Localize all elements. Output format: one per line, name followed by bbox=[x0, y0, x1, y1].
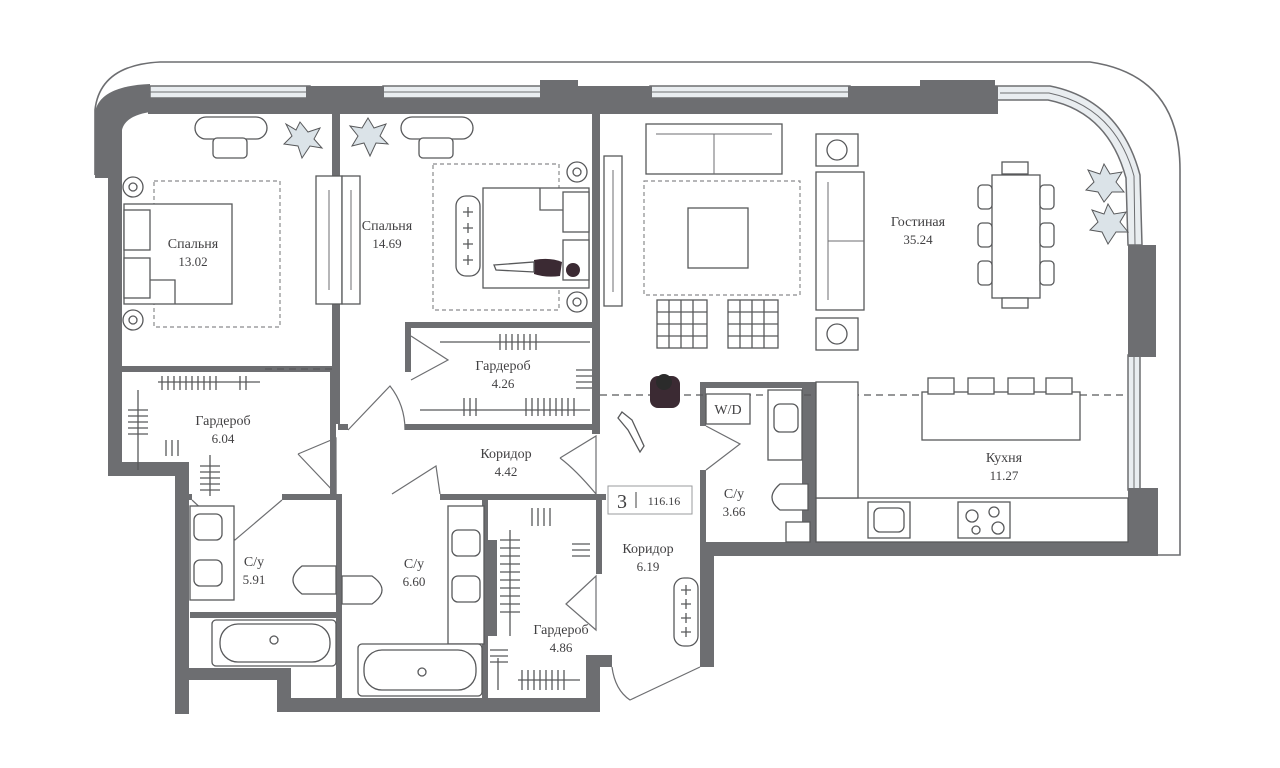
room-name-corridor-2: Коридор bbox=[622, 542, 673, 557]
room-name-corridor-1: Коридор bbox=[480, 447, 531, 462]
wardrobe-1-hangers bbox=[420, 334, 592, 416]
bedroom-1-furniture bbox=[122, 116, 281, 331]
room-name-wardrobe-1: Гардероб bbox=[475, 359, 530, 374]
room-area-bedroom-1: 13.02 bbox=[178, 254, 207, 269]
bath-1-fixtures bbox=[189, 505, 337, 667]
room-area-kitchen: 11.27 bbox=[990, 468, 1019, 483]
plant-icons bbox=[282, 117, 1130, 245]
room-area-living: 35.24 bbox=[903, 232, 933, 247]
doors bbox=[191, 335, 742, 701]
wd-label: W/D bbox=[714, 403, 741, 418]
room-area-corridor-2: 6.19 bbox=[637, 559, 660, 574]
room-area-wardrobe-1: 4.26 bbox=[492, 376, 515, 391]
apartment-badge: 3 116.16 bbox=[607, 485, 693, 515]
room-name-bath-2: С/у bbox=[404, 557, 424, 572]
room-name-kitchen: Кухня bbox=[986, 451, 1023, 466]
room-area-bath-3: 3.66 bbox=[723, 504, 746, 519]
living-furniture bbox=[603, 123, 1055, 351]
room-name-bedroom-1: Спальня bbox=[168, 237, 219, 252]
room-name-bedroom-2: Спальня bbox=[362, 219, 413, 234]
room-area-wardrobe-3: 4.86 bbox=[550, 640, 573, 655]
corridor-items bbox=[617, 374, 699, 647]
room-area-wardrobe-2: 6.04 bbox=[212, 431, 235, 446]
room-name-bath-3: С/у bbox=[724, 487, 744, 502]
rooms-count: 3 bbox=[617, 491, 627, 513]
outer-outline bbox=[94, 61, 1181, 556]
total-area: 116.16 bbox=[648, 494, 681, 508]
room-name-living: Гостиная bbox=[891, 215, 946, 230]
bedroom-2-furniture bbox=[315, 116, 590, 313]
bath-3-fixtures bbox=[705, 389, 811, 543]
room-area-bath-1: 5.91 bbox=[243, 572, 266, 587]
wardrobe-3-hangers bbox=[490, 508, 590, 690]
room-area-bedroom-2: 14.69 bbox=[372, 236, 401, 251]
room-area-corridor-1: 4.42 bbox=[495, 464, 518, 479]
room-area-bath-2: 6.60 bbox=[403, 574, 426, 589]
room-name-bath-1: С/у bbox=[244, 555, 264, 570]
room-labels: Спальня 13.02 Спальня 14.69 Гостиная 35.… bbox=[168, 215, 1023, 655]
room-name-wardrobe-3: Гардероб bbox=[533, 623, 588, 638]
bath-2-fixtures bbox=[341, 505, 485, 697]
kitchen-furniture bbox=[815, 377, 1129, 543]
room-name-wardrobe-2: Гардероб bbox=[195, 414, 250, 429]
wardrobe-2-hangers bbox=[128, 376, 260, 496]
